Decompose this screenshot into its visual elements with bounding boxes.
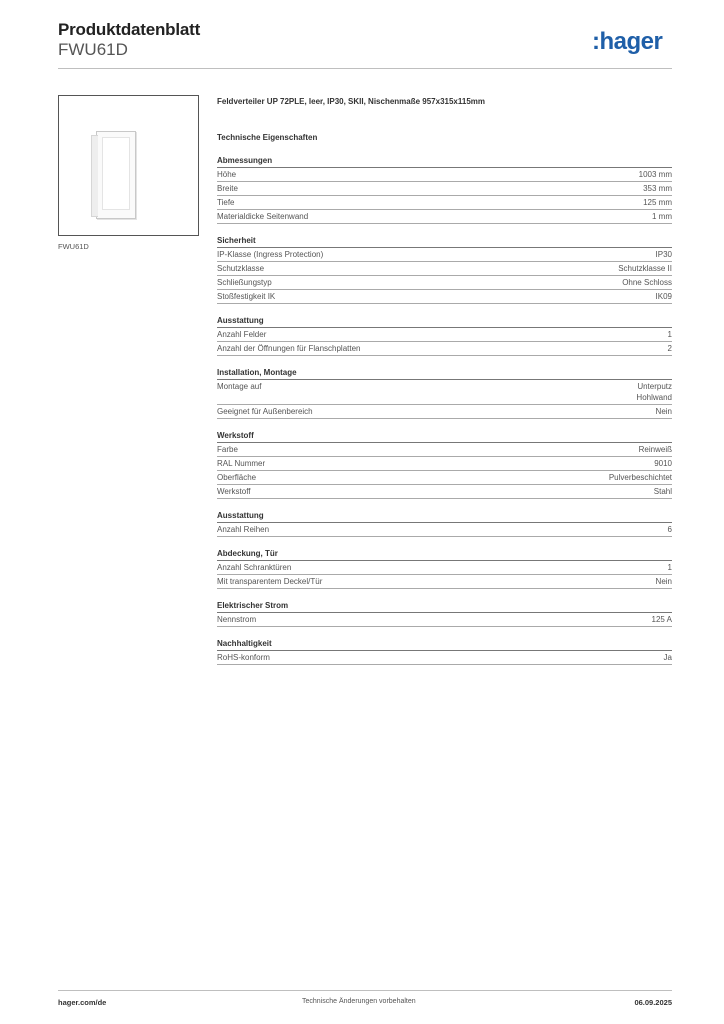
- spec-row: Höhe 1003 mm: [217, 168, 672, 182]
- section-title: Ausstattung: [217, 511, 672, 523]
- spec-value: 2: [667, 344, 672, 353]
- spec-label: Tiefe: [217, 198, 235, 207]
- spec-value: 1: [667, 563, 672, 572]
- section-title: Werkstoff: [217, 431, 672, 443]
- spec-label: Schließungstyp: [217, 278, 272, 287]
- spec-label: Mit transparentem Deckel/Tür: [217, 577, 323, 586]
- spec-content: Feldverteiler UP 72PLE, leer, IP30, SKII…: [217, 97, 672, 677]
- spec-row: RAL Nummer 9010: [217, 457, 672, 471]
- hager-logo: :hager: [592, 28, 663, 55]
- spec-label: Oberfläche: [217, 473, 257, 482]
- spec-value: Reinweiß: [638, 445, 672, 454]
- section-title: Nachhaltigkeit: [217, 639, 672, 651]
- spec-row: Schließungstyp Ohne Schloss: [217, 276, 672, 290]
- spec-value: Nein: [655, 407, 672, 416]
- spec-label: RoHS-konform: [217, 653, 270, 662]
- spec-value: 125 A: [651, 615, 672, 624]
- spec-row: Anzahl Schranktüren 1: [217, 561, 672, 575]
- spec-row: RoHS-konform Ja: [217, 651, 672, 665]
- spec-value: 9010: [654, 459, 672, 468]
- spec-value: 1003 mm: [638, 170, 672, 179]
- spec-value: Pulverbeschichtet: [608, 473, 672, 482]
- spec-label: Werkstoff: [217, 487, 251, 496]
- spec-value: 1: [667, 330, 672, 339]
- spec-row: IP-Klasse (Ingress Protection) IP30: [217, 248, 672, 262]
- footer-website: hager.com/de: [58, 998, 107, 1007]
- product-image-frame: [58, 95, 199, 236]
- spec-value: IP30: [655, 250, 672, 259]
- spec-label: Stoßfestigkeit IK: [217, 292, 276, 301]
- spec-row: Montage auf Unterputz Hohlwand: [217, 380, 672, 405]
- spec-label: Materialdicke Seitenwand: [217, 212, 309, 221]
- spec-label: IP-Klasse (Ingress Protection): [217, 250, 324, 259]
- section-title: Ausstattung: [217, 316, 672, 328]
- spec-label: Anzahl Reihen: [217, 525, 270, 534]
- section-title: Abmessungen: [217, 156, 672, 168]
- spec-value: 1 mm: [652, 212, 672, 221]
- spec-label: Schutzklasse: [217, 264, 265, 273]
- footer-divider: [58, 990, 672, 991]
- footer-note: Technische Änderungen vorbehalten: [302, 998, 416, 1005]
- page-title: Produktdatenblatt: [58, 20, 201, 39]
- spec-value: IK09: [655, 292, 672, 301]
- spec-row: Stoßfestigkeit IK IK09: [217, 290, 672, 304]
- image-caption: FWU61D: [58, 242, 89, 251]
- spec-row: Geeignet für Außenbereich Nein: [217, 405, 672, 419]
- tech-heading: Technische Eigenschaften: [217, 133, 318, 142]
- product-description: Feldverteiler UP 72PLE, leer, IP30, SKII…: [217, 97, 486, 106]
- spec-row: Anzahl Reihen 6: [217, 523, 672, 537]
- spec-label: Montage auf: [217, 382, 262, 391]
- spec-value: 6: [667, 525, 672, 534]
- section-title: Abdeckung, Tür: [217, 549, 672, 561]
- spec-value: Ohne Schloss: [622, 278, 672, 287]
- spec-value: Nein: [655, 577, 672, 586]
- spec-value: 353 mm: [643, 184, 672, 193]
- footer-date: 06.09.2025: [634, 998, 672, 1007]
- spec-value: Ja: [663, 653, 672, 662]
- header-divider: [58, 68, 672, 69]
- spec-row: Breite 353 mm: [217, 182, 672, 196]
- spec-row: Anzahl Felder 1: [217, 328, 672, 342]
- spec-row: Werkstoff Stahl: [217, 485, 672, 499]
- spec-value: Schutzklasse II: [618, 264, 672, 273]
- spec-label: Anzahl Schranktüren: [217, 563, 292, 572]
- spec-label: Geeignet für Außenbereich: [217, 407, 313, 416]
- article-number: FWU61D: [58, 40, 128, 59]
- spec-row: Mit transparentem Deckel/Tür Nein: [217, 575, 672, 589]
- spec-row: Farbe Reinweiß: [217, 443, 672, 457]
- spec-label: Anzahl Felder: [217, 330, 267, 339]
- spec-label: Höhe: [217, 170, 237, 179]
- spec-label: Anzahl der Öffnungen für Flanschplatten: [217, 344, 361, 353]
- spec-label: Farbe: [217, 445, 238, 454]
- spec-row: Anzahl der Öffnungen für Flanschplatten 2: [217, 342, 672, 356]
- section-title: Elektrischer Strom: [217, 601, 672, 613]
- spec-label: RAL Nummer: [217, 459, 266, 468]
- spec-label: Nennstrom: [217, 615, 257, 624]
- spec-row: Materialdicke Seitenwand 1 mm: [217, 210, 672, 224]
- spec-label: Breite: [217, 184, 238, 193]
- spec-row: Tiefe 125 mm: [217, 196, 672, 210]
- spec-value: 125 mm: [643, 198, 672, 207]
- spec-value: Unterputz Hohlwand: [636, 382, 672, 402]
- cabinet-illustration: [91, 131, 136, 219]
- section-title: Sicherheit: [217, 236, 672, 248]
- spec-row: Oberfläche Pulverbeschichtet: [217, 471, 672, 485]
- section-title: Installation, Montage: [217, 368, 672, 380]
- spec-row: Schutzklasse Schutzklasse II: [217, 262, 672, 276]
- spec-value: Stahl: [653, 487, 672, 496]
- spec-row: Nennstrom 125 A: [217, 613, 672, 627]
